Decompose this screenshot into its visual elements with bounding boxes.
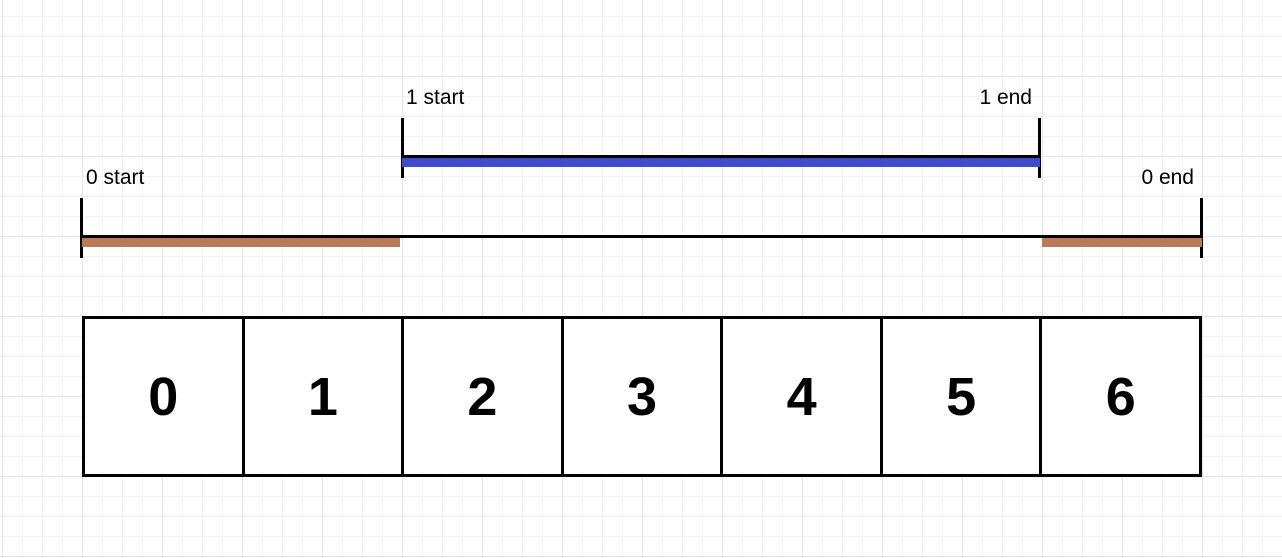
array-cell-value: 6 bbox=[1105, 366, 1136, 427]
interval-1-start-tick bbox=[401, 118, 404, 178]
interval-1-end-tick bbox=[1038, 118, 1041, 178]
array-cell-value: 4 bbox=[786, 366, 817, 427]
array-cell-5: 5 bbox=[879, 319, 1040, 474]
array-cell-value: 1 bbox=[307, 366, 338, 427]
array-table: 0 1 2 3 4 5 6 bbox=[82, 316, 1202, 477]
array-cell-0: 0 bbox=[85, 319, 242, 474]
interval-0-bar-left bbox=[82, 238, 400, 247]
interval-1-bar bbox=[402, 158, 1040, 167]
array-cell-1: 1 bbox=[241, 319, 402, 474]
array-cell-4: 4 bbox=[720, 319, 880, 474]
interval-1-end-label: 1 end bbox=[979, 86, 1032, 109]
array-cell-3: 3 bbox=[560, 319, 721, 474]
array-cell-value: 0 bbox=[148, 366, 179, 427]
interval-0-start-label: 0 start bbox=[86, 166, 145, 189]
interval-0-start-tick bbox=[80, 198, 83, 258]
interval-1-start-label: 1 start bbox=[406, 86, 465, 109]
interval-0-line bbox=[81, 235, 1202, 238]
array-cell-2: 2 bbox=[401, 319, 561, 474]
array-cell-value: 5 bbox=[946, 366, 977, 427]
interval-1-line bbox=[402, 155, 1040, 158]
array-cell-value: 2 bbox=[467, 366, 498, 427]
interval-0-bar-right bbox=[1042, 238, 1202, 247]
interval-0-end-label: 0 end bbox=[1141, 166, 1194, 189]
array-cell-6: 6 bbox=[1039, 319, 1199, 474]
interval-0-end-tick bbox=[1200, 198, 1203, 258]
array-cell-value: 3 bbox=[627, 366, 658, 427]
